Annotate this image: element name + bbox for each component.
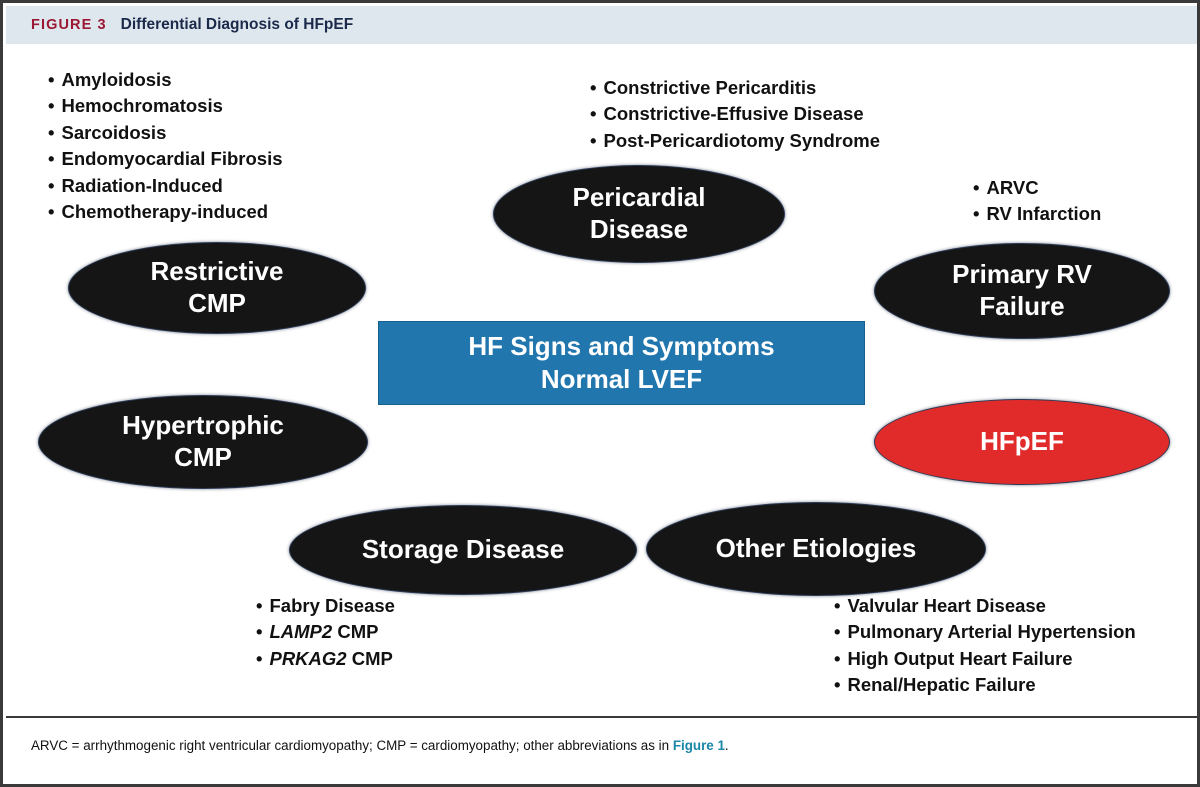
pericardial-causes-list: •Constrictive Pericarditis •Constrictive… xyxy=(590,75,880,154)
storage-causes-list: •Fabry Disease •LAMP2 CMP •PRKAG2 CMP xyxy=(256,593,395,672)
list-item: •RV Infarction xyxy=(973,203,1102,225)
list-item: •Radiation-Induced xyxy=(48,174,223,196)
figure-number-label: FIGURE 3 xyxy=(31,17,107,33)
node-label: Storage Disease xyxy=(361,534,565,565)
bullet-icon: • xyxy=(834,621,841,643)
gene-name: PRKAG2 xyxy=(269,647,347,669)
node-hfpef[interactable]: HFpEF xyxy=(874,399,1170,485)
bullet-icon: • xyxy=(256,595,263,616)
list-item: •High Output Heart Failure xyxy=(834,647,1073,669)
list-item: •Chemotherapy-induced xyxy=(48,201,269,223)
list-item: •Renal/Hepatic Failure xyxy=(834,674,1036,696)
bullet-icon: • xyxy=(590,103,597,125)
list-item: •Sarcoidosis xyxy=(48,121,167,143)
footnote-figure-reference[interactable]: Figure 1 xyxy=(672,738,725,753)
list-item: •Fabry Disease xyxy=(256,595,395,616)
figure-title: Differential Diagnosis of HFpEF xyxy=(120,16,354,33)
bullet-icon: • xyxy=(48,121,55,143)
other-causes-list: •Valvular Heart Disease •Pulmonary Arter… xyxy=(834,593,1136,699)
list-item: •PRKAG2 CMP xyxy=(256,647,393,669)
node-label: Other Etiologies xyxy=(715,533,917,564)
bullet-icon: • xyxy=(834,647,841,669)
list-item: •Post-Pericardiotomy Syndrome xyxy=(590,129,881,151)
node-storage-disease[interactable]: Storage Disease xyxy=(289,505,637,595)
list-item: •ARVC xyxy=(973,177,1039,198)
node-other-etiologies[interactable]: Other Etiologies xyxy=(646,502,986,596)
bullet-icon: • xyxy=(48,69,55,90)
bullet-icon: • xyxy=(48,148,55,170)
bullet-icon: • xyxy=(48,174,55,196)
list-item: •LAMP2 CMP xyxy=(256,621,379,643)
restrictive-causes-list: •Amyloidosis •Hemochromatosis •Sarcoidos… xyxy=(48,67,283,226)
footnote-divider xyxy=(6,716,1197,718)
bullet-icon: • xyxy=(48,201,55,223)
list-item: •Constrictive-Effusive Disease xyxy=(590,103,864,125)
node-label: HFpEF xyxy=(980,426,1064,457)
footnote-period: . xyxy=(724,738,729,753)
bullet-icon: • xyxy=(973,177,980,198)
list-item: •Constrictive Pericarditis xyxy=(590,77,817,98)
list-item: •Amyloidosis xyxy=(48,69,172,90)
bullet-icon: • xyxy=(48,95,55,117)
bullet-icon: • xyxy=(256,621,263,643)
primary-rv-causes-list: •ARVC •RV Infarction xyxy=(973,175,1101,228)
diagram-canvas: •Amyloidosis •Hemochromatosis •Sarcoidos… xyxy=(6,44,1197,716)
figure-footnote: ARVC = arrhythmogenic right ventricular … xyxy=(31,736,1177,756)
list-item: •Hemochromatosis xyxy=(48,95,223,117)
figure-header: FIGURE 3 Differential Diagnosis of HFpEF xyxy=(6,6,1197,44)
bullet-icon: • xyxy=(834,674,841,696)
bullet-icon: • xyxy=(590,129,597,151)
bullet-icon: • xyxy=(834,595,841,616)
list-item: •Endomyocardial Fibrosis xyxy=(48,148,283,170)
list-item: •Valvular Heart Disease xyxy=(834,595,1046,616)
bullet-icon: • xyxy=(973,203,980,225)
footnote-text: ARVC = arrhythmogenic right ventricular … xyxy=(31,738,673,753)
bullet-icon: • xyxy=(590,77,597,98)
gene-name: LAMP2 xyxy=(269,621,333,643)
list-item: •Pulmonary Arterial Hypertension xyxy=(834,621,1136,643)
bullet-icon: • xyxy=(256,647,263,669)
